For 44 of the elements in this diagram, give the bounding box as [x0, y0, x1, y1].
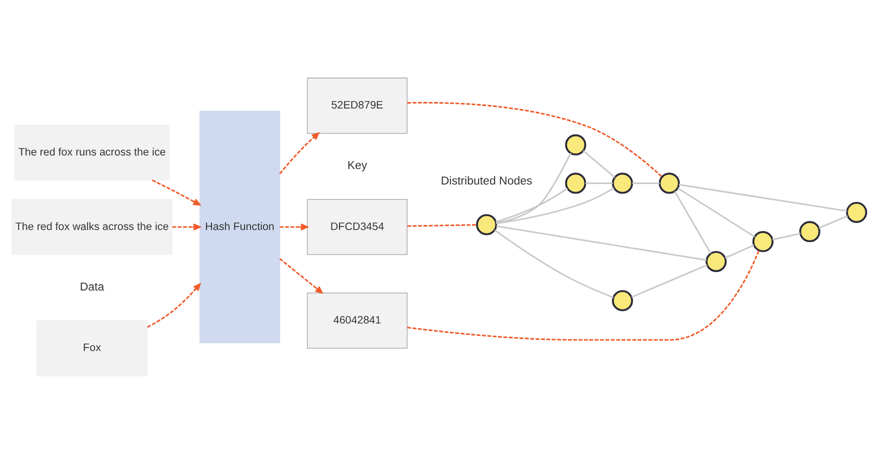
- node-circle: [476, 214, 498, 236]
- node-box: The red fox walks across the ice: [11, 198, 173, 256]
- connector: [632, 182, 660, 184]
- connector: [407, 250, 760, 341]
- node-circle: [752, 231, 774, 252]
- node-box: DFCD3454: [306, 198, 408, 256]
- connector: [585, 182, 613, 184]
- node-box: 52ED879E: [306, 78, 408, 134]
- arrow: [279, 258, 323, 294]
- arrow: [172, 223, 201, 231]
- connector: [496, 188, 568, 223]
- connector: [674, 190, 712, 254]
- connector: [678, 184, 848, 212]
- connector: [494, 229, 614, 298]
- arrow: [279, 132, 320, 174]
- connector: [496, 187, 614, 224]
- node-box: Hash Function: [199, 110, 280, 344]
- label: Data: [80, 281, 104, 294]
- connector: [582, 150, 616, 178]
- node-circle: [565, 134, 586, 156]
- arrow: [280, 223, 308, 231]
- node-circle: [846, 202, 868, 223]
- connector: [818, 215, 848, 229]
- connector: [678, 188, 756, 238]
- node-circle: [658, 172, 680, 194]
- node-box: The red fox runs across the ice: [14, 124, 170, 181]
- label: Key: [347, 160, 368, 172]
- arrow: [146, 283, 201, 328]
- connector: [407, 102, 662, 178]
- label: Distributed Nodes: [440, 175, 532, 188]
- connector: [724, 244, 754, 259]
- node-circle: [799, 221, 820, 242]
- node-circle: [706, 250, 727, 272]
- connector: [496, 152, 572, 224]
- node-circle: [612, 290, 634, 312]
- connector: [407, 224, 477, 227]
- node-circle: [612, 172, 634, 194]
- arrow: [152, 179, 200, 206]
- node-circle: [565, 172, 586, 194]
- node-box: Fox: [36, 320, 148, 376]
- connector: [772, 232, 800, 240]
- node-box: 46042841: [306, 292, 408, 349]
- connector: [631, 264, 708, 298]
- connector: [496, 225, 707, 261]
